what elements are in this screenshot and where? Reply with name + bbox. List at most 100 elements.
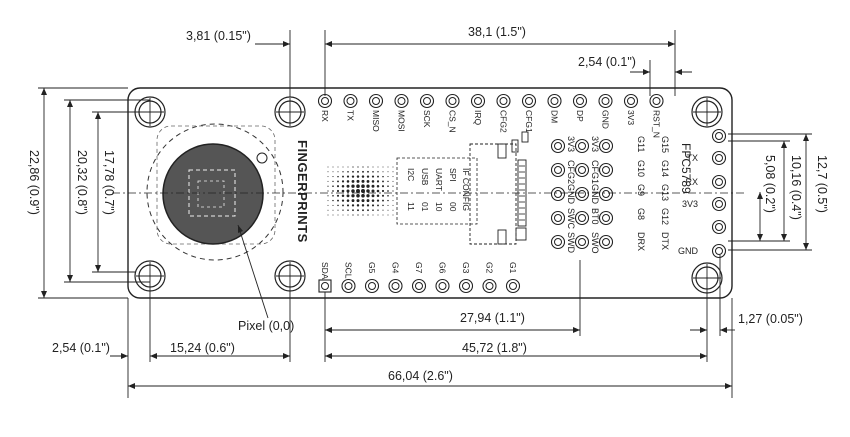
grid-pin-c2b-2 [598,186,614,202]
dot [356,204,360,207]
dot [392,200,394,202]
dot [351,175,355,178]
top-pin-sck [419,93,435,109]
dot [366,175,370,178]
side-pin-label-gnd: GND [678,246,699,256]
dot [356,194,360,198]
dot [371,175,375,178]
grid-label-c4-2: G13 [660,184,670,201]
grid-label-c1-0: 3V3 [566,136,576,152]
dot [327,209,329,211]
dot [342,204,344,207]
dot [356,184,360,188]
dot [356,189,360,193]
pixel-label: Pixel (0,0) [238,319,294,333]
bottom-pin-label-g3: G3 [461,262,471,274]
dot [366,194,370,198]
dot [337,204,339,207]
dot [376,180,380,183]
dot [361,184,365,188]
bottom-pin-g5 [364,278,380,294]
side-pin-rx [711,174,727,190]
grid-label-c2-2: GND [590,184,600,205]
bottom-pin-label-g6: G6 [438,262,448,274]
dim-span-27: 27,94 (1.1") [460,311,525,325]
dot [346,189,350,193]
dot [367,170,369,173]
top-pin-label-cfg2: CFG2 [499,110,509,133]
dot [327,176,329,178]
side-pin-tx [711,150,727,166]
dot [382,214,384,216]
dot [336,194,340,197]
dot [342,166,344,168]
dot [361,175,365,178]
top-pin-gnd [598,93,613,109]
dot [367,166,369,168]
dot [336,185,340,188]
dot [332,194,334,197]
dot [351,199,355,203]
if-row-spi: SPI [448,168,458,182]
dot [337,209,339,211]
grid-pin-c2-2 [574,186,590,202]
dot [332,176,334,178]
if-row-spi-val: 00 [448,202,458,212]
bottom-pin-label-g4: G4 [391,262,401,274]
dot [362,166,364,168]
dot [327,166,329,168]
dot [327,180,329,182]
dot [392,209,394,211]
dot [371,199,375,202]
dimension-arrows [41,41,809,389]
bottom-pin-label-g5: G5 [367,262,377,274]
if-row-usb-val: 01 [420,202,430,212]
dot [372,171,374,173]
dot [346,180,350,183]
dot [332,209,334,211]
grid-label-c4-3: G12 [660,208,670,225]
dot [357,166,359,168]
dot [332,199,334,202]
grid-pin-c2-4 [574,234,590,250]
dot [381,194,385,197]
dot [392,166,394,168]
dot [352,214,354,216]
grid-label-c3-1: G10 [636,160,646,177]
top-pin-dm [547,93,562,109]
dot [346,204,350,207]
top-pin-rst_n [649,93,664,109]
bottom-pin-g7 [411,278,427,294]
dot [371,204,375,207]
grid-label-c3-3: G8 [636,208,646,220]
dot [337,171,339,173]
grid-pin-c1-2 [550,186,566,202]
grid-label-c4-1: G14 [660,160,670,177]
dot [346,175,350,178]
dot [337,166,339,168]
dim-pitch-top: 2,54 (0.1") [578,55,636,69]
dim-height-holes: 20,32 (0.8") [75,150,89,215]
model-label: FPC5789 [679,143,693,194]
bottom-pin-g6 [435,278,450,294]
grid-label-c4-4: DTX [660,232,670,250]
brand-label: FINGERPRINTS [295,140,310,243]
side-pin-label-tx: TX [686,153,698,163]
grid-label-c2-3: BT0 [590,208,600,225]
chip-stripes [519,165,525,221]
dot [357,214,359,216]
dot [377,214,379,216]
dim-height-outer: 22,86 (0.9") [27,150,41,215]
dot [352,170,354,173]
dim-span-15: 15,24 (0.6") [170,341,235,355]
dot [382,209,384,211]
dot [351,179,355,183]
dim-right-mid: 10,16 (0.4") [789,155,803,220]
dot [376,199,380,202]
grid-pin-c2-3 [574,210,590,226]
dot [382,171,384,173]
dot [387,171,389,173]
